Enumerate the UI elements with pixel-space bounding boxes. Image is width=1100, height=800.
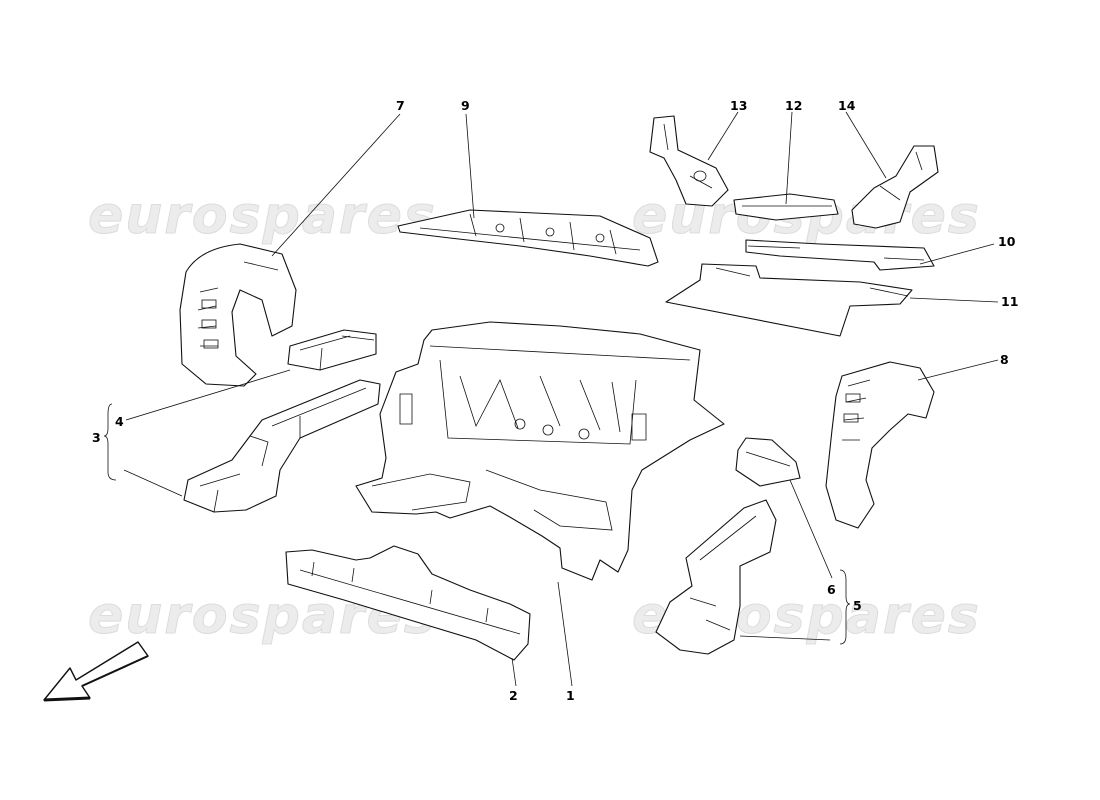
- part-11-floor-panel[interactable]: [665, 263, 913, 337]
- callout-2: 2: [509, 688, 518, 703]
- part-4-upper-left-rail[interactable]: [287, 329, 377, 371]
- callout-12: 12: [785, 98, 802, 113]
- callout-8: 8: [1000, 352, 1009, 367]
- callout-13: 13: [730, 98, 747, 113]
- part-6-right-upper-rail[interactable]: [735, 437, 801, 487]
- part-3-left-rail-assembly[interactable]: [183, 379, 381, 513]
- part-8-right-wheelhouse[interactable]: [825, 361, 935, 529]
- callout-4: 4: [115, 414, 124, 429]
- front-direction-arrow-icon: [43, 641, 149, 702]
- callout-9: 9: [461, 98, 470, 113]
- callout-14: 14: [838, 98, 856, 113]
- part-12-cross-beam[interactable]: [733, 193, 839, 221]
- part-1-rear-body-shell[interactable]: [355, 321, 725, 581]
- part-5-right-rail-assembly[interactable]: [655, 499, 777, 655]
- part-14-right-bracket[interactable]: [851, 145, 939, 229]
- callout-7: 7: [396, 98, 405, 113]
- part-10-upper-floor-panel[interactable]: [745, 239, 935, 271]
- leader-lines: [103, 111, 999, 687]
- callout-1: 1: [566, 688, 575, 703]
- part-13-left-bracket[interactable]: [649, 115, 729, 207]
- callout-5: 5: [853, 598, 862, 613]
- part-7-left-wheelhouse[interactable]: [179, 243, 297, 387]
- callout-labels: 7 9 13 12 14 10 11 8 4 3 6 5 2 1: [92, 98, 1018, 703]
- callout-10: 10: [998, 234, 1016, 249]
- callout-11: 11: [1001, 294, 1018, 309]
- part-9-rear-parcel-shelf[interactable]: [397, 209, 659, 267]
- part-2-rear-cross-member[interactable]: [285, 545, 531, 661]
- callout-6: 6: [827, 582, 836, 597]
- callout-3: 3: [92, 430, 101, 445]
- watermark: eurospares: [88, 186, 437, 247]
